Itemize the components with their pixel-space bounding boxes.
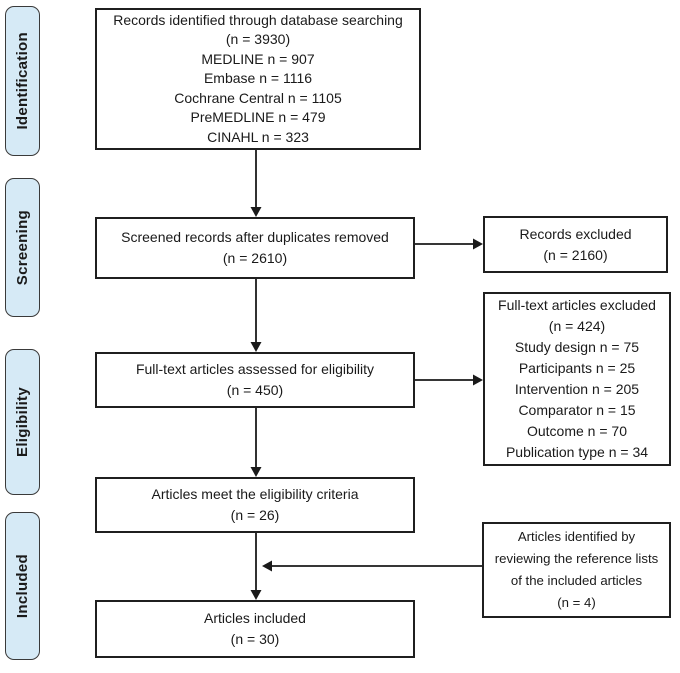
fulltext-excluded-box: Full-text articles excluded (n = 424) Stud… <box>483 292 671 466</box>
text-line: Full-text articles excluded <box>498 297 656 313</box>
text-line: Intervention n = 205 <box>514 381 640 397</box>
arrow-screened-to-fulltext <box>250 279 262 352</box>
fulltext-assessed-box: Full-text articles assessed for eligibil… <box>95 352 415 408</box>
stage-included-label: Included <box>14 553 31 619</box>
text-line: Publication type n = 34 <box>505 444 649 460</box>
arrow-eligibility-to-included <box>250 533 262 600</box>
articles-included-box: Articles included (n = 30) <box>95 600 415 658</box>
text-line: (n = 30) <box>230 631 280 647</box>
stage-screening-label: Screening <box>14 209 31 286</box>
stage-included: Included <box>5 512 40 660</box>
stage-identification: Identification <box>5 6 40 156</box>
stage-identification-label: Identification <box>14 32 31 130</box>
text-line: (n = 4) <box>557 595 596 610</box>
text-line: Study design n = 75 <box>514 339 640 355</box>
eligibility-met-box: Articles meet the eligibility criteria (n… <box>95 477 415 533</box>
screened-records-box: Screened records after duplicates remove… <box>95 217 415 279</box>
text-line: Records excluded <box>519 225 632 242</box>
text-line: Articles identified by <box>517 529 636 544</box>
text-line: (n = 424) <box>548 318 606 334</box>
text-line: Comparator n = 15 <box>518 402 636 418</box>
stage-eligibility-label: Eligibility <box>14 387 31 457</box>
text-line: (n = 2160) <box>543 246 608 263</box>
arrow-fulltext-to-excluded <box>415 374 483 386</box>
arrow-records-to-screened <box>250 150 262 217</box>
text-line: (n = 2610) <box>222 250 288 266</box>
arrow-screened-to-excluded <box>415 238 483 250</box>
text-line: reviewing the reference lists <box>494 551 659 566</box>
records-identified-box: Records identified through database sear… <box>95 8 421 150</box>
text-line: MEDLINE n = 907 <box>201 50 315 67</box>
text-line: CINAHL n = 323 <box>207 128 309 145</box>
text-line: Records identified through database sear… <box>113 11 403 28</box>
reference-lists-box: Articles identified by reviewing the refe… <box>482 522 671 618</box>
text-line: Full-text articles assessed for eligibil… <box>135 361 375 377</box>
text-line: (n = 3930) <box>225 31 291 48</box>
text-line: Outcome n = 70 <box>526 423 627 439</box>
text-line: Screened records after duplicates remove… <box>121 229 389 245</box>
text-line: Articles meet the eligibility criteria <box>151 486 359 502</box>
text-line: PreMEDLINE n = 479 <box>190 109 326 126</box>
text-line: Embase n = 1116 <box>203 70 313 87</box>
stage-eligibility: Eligibility <box>5 349 40 495</box>
text-line: Participants n = 25 <box>518 360 636 376</box>
text-line: Articles included <box>204 610 306 626</box>
arrow-references-to-flow <box>262 560 482 572</box>
text-line: (n = 450) <box>226 382 284 398</box>
arrow-fulltext-to-eligibility <box>250 408 262 477</box>
stage-screening: Screening <box>5 178 40 317</box>
records-excluded-box: Records excluded (n = 2160) <box>483 216 668 273</box>
text-line: of the included articles <box>510 573 643 588</box>
text-line: Cochrane Central n = 1105 <box>174 89 342 106</box>
text-line: (n = 26) <box>230 507 280 523</box>
